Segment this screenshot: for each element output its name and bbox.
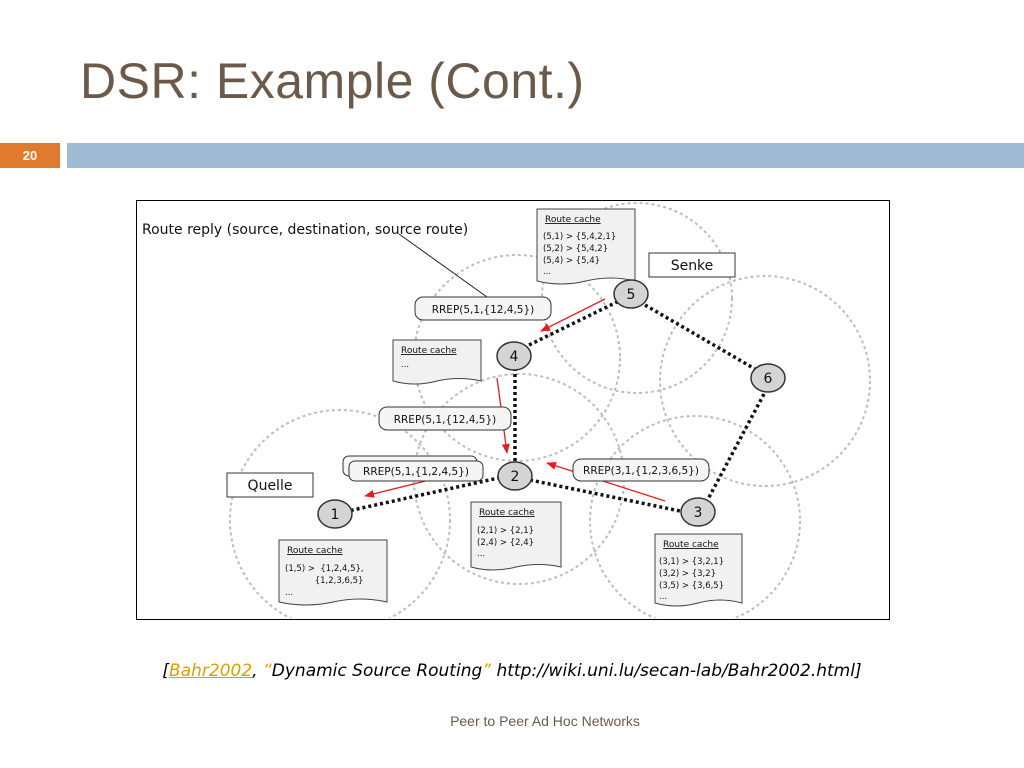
message-rrep-5-4-text: RREP(5,1,{12,4,5}) <box>432 304 535 316</box>
route-cache-node1-line: ... <box>285 588 293 598</box>
citation-title: Dynamic Source Routing <box>271 661 483 681</box>
route-cache-node4: Route cache ... <box>392 339 482 385</box>
route-cache-node3-line: ... <box>659 592 667 602</box>
node-1-label: 1 <box>331 507 340 523</box>
node-2-label: 2 <box>511 469 520 485</box>
link-2-3 <box>529 478 681 513</box>
message-rrep-3-2-text: RREP(3,1,{1,2,3,6,5}) <box>583 465 699 477</box>
node-4-label: 4 <box>510 349 519 365</box>
link-4-5 <box>528 300 618 347</box>
slide-number: 20 <box>0 143 60 168</box>
route-cache-node1: Route cache (1,5) > {1,2,4,5}, {1,2,3,6,… <box>278 539 388 606</box>
citation-bracket-close: ] <box>854 661 862 681</box>
route-cache-node4-title: Route cache <box>401 346 457 356</box>
node-3: 3 <box>680 497 716 527</box>
citation-link[interactable]: Bahr2002 <box>169 661 253 681</box>
node-6: 6 <box>750 363 786 393</box>
message-rrep-3-2: RREP(3,1,{1,2,3,6,5}) <box>572 458 710 482</box>
route-cache-node2-line: ... <box>477 549 485 559</box>
citation: [Bahr2002, “Dynamic Source Routing” http… <box>0 661 1024 681</box>
citation-bracket-open: [ <box>162 661 170 681</box>
route-cache-node2-title: Route cache <box>479 508 535 518</box>
route-cache-node2-line: (2,4) > {2,4} <box>477 538 534 548</box>
route-cache-node1-line: (1,5) > {1,2,4,5}, <box>285 564 364 574</box>
route-cache-node2-line: (2,1) > {2,1} <box>477 526 534 536</box>
arrow-5-4 <box>540 298 606 332</box>
route-cache-node5-line: (5,1) > {5,4,2,1} <box>543 232 616 242</box>
dsr-diagram: Route reply (source, destination, source… <box>136 200 890 631</box>
message-rrep-4-2-text: RREP(5,1,{12,4,5}) <box>394 414 497 426</box>
node-1: 1 <box>317 499 353 529</box>
message-rrep-4-2: RREP(5,1,{12,4,5}) <box>378 406 512 431</box>
message-rrep-5-4: RREP(5,1,{12,4,5}) <box>414 296 552 321</box>
arrow-3-2 <box>546 461 666 502</box>
route-cache-node1-title: Route cache <box>287 546 343 556</box>
source-label: Quelle <box>248 478 293 494</box>
node-4: 4 <box>496 341 532 371</box>
link-6-3 <box>705 393 766 502</box>
link-5-6 <box>644 303 756 371</box>
range-circle-1 <box>229 409 451 631</box>
range-circle-5 <box>541 202 733 394</box>
route-cache-node4-line: ... <box>401 360 409 370</box>
range-circle-4 <box>413 254 621 462</box>
route-cache-node3: Route cache (3,1) > {3,2,1} (3,2) > {3,2… <box>654 533 743 607</box>
route-cache-node5-line: ... <box>543 267 551 277</box>
message-rrep-2-1: RREP(5,1,{1,2,4,5}) <box>342 455 484 482</box>
route-cache-node2: Route cache (2,1) > {2,1} (2,4) > {2,4} … <box>470 501 562 571</box>
node-5-label: 5 <box>627 287 636 303</box>
message-rrep-2-1-text: RREP(5,1,{1,2,4,5}) <box>363 466 469 478</box>
diagram-caption: Route reply (source, destination, source… <box>142 222 468 238</box>
node-5: 5 <box>613 279 649 309</box>
route-cache-node5-line: (5,4) > {5,4} <box>543 256 600 266</box>
citation-separator: , <box>252 661 263 681</box>
slide-footer: Peer to Peer Ad Hoc Networks <box>450 713 640 729</box>
route-cache-node3-line: (3,5) > {3,6,5} <box>659 581 724 591</box>
route-cache-node5-title: Route cache <box>545 215 601 225</box>
node-3-label: 3 <box>694 505 703 521</box>
range-circle-6 <box>659 275 871 487</box>
dsr-diagram-svg: Route reply (source, destination, source… <box>142 202 871 631</box>
route-cache-node1-line: {1,2,3,6,5} <box>285 576 363 586</box>
route-cache-node5: Route cache (5,1) > {5,4,2,1} (5,2) > {5… <box>536 208 636 285</box>
dest-label-box: Senke <box>648 252 736 278</box>
slide-title: DSR: Example (Cont.) <box>80 53 585 109</box>
node-2: 2 <box>497 461 533 491</box>
caption-leader-line <box>398 233 488 298</box>
route-cache-node5-line: (5,2) > {5,4,2} <box>543 244 608 254</box>
dest-label: Senke <box>671 258 714 274</box>
source-label-box: Quelle <box>226 472 314 498</box>
link-1-2 <box>338 475 504 515</box>
citation-url: http://wiki.uni.lu/secan-lab/Bahr2002.ht… <box>491 661 855 681</box>
node-6-label: 6 <box>764 371 773 387</box>
route-cache-node3-title: Route cache <box>663 540 719 550</box>
route-links <box>338 300 766 515</box>
citation-quote-open: “ <box>262 661 272 681</box>
route-cache-node3-line: (3,1) > {3,2,1} <box>659 557 724 567</box>
header-accent-bar <box>67 143 1024 168</box>
citation-quote-close: ” <box>482 661 492 681</box>
route-cache-node3-line: (3,2) > {3,2} <box>659 569 716 579</box>
